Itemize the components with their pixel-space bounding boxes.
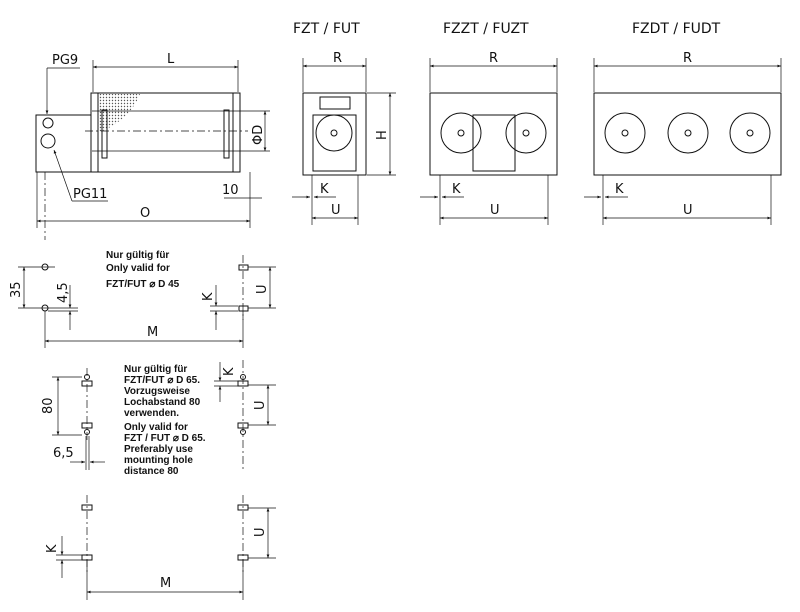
d65-note-de-5: verwenden. [124,408,179,419]
dim-u-65: U [253,400,268,410]
diameter-label: ΦD [251,125,266,145]
dim-35: 35 [9,281,24,298]
dim-m: M [147,325,158,340]
dim-6-5: 6,5 [53,446,74,461]
d65-note-de-4: Lochabstand 80 [124,397,201,408]
dim-k: K [201,292,216,301]
dim-k-general: K [45,544,60,553]
dim-k-65: K [222,367,237,376]
d45-note-1: Nur gültig für [106,250,169,261]
mounting-pattern-d65: Nur gültig für FZT/FUT ⌀ D 65. Vorzugswe… [41,360,276,477]
dim-80: 80 [41,397,56,414]
d65-note-de-3: Vorzugsweise [124,386,190,397]
side-view: PG9 PG11 L ΦD 10 O [35,52,270,240]
d65-note-de-2: FZT/FUT ⌀ D 65. [124,375,200,386]
length-label: L [167,52,175,67]
mounting-pattern-general: K U M [45,495,276,600]
dim-m-general: M [160,576,171,591]
d65-note-en-5: distance 80 [124,466,179,477]
overall-label: O [140,206,150,221]
title-fzt: FZT / FUT [293,21,360,37]
title-fzdt: FZDT / FUDT [632,21,721,37]
fzt-k-label: K [320,182,329,197]
fzdt-r-label: R [683,51,692,66]
title-fzzt: FZZT / FUZT [443,21,529,37]
d65-note-en-2: FZT / FUT ⌀ D 65. [124,433,206,444]
d65-note-en-3: Preferably use [124,444,193,455]
d45-note-2: Only valid for [106,263,170,274]
fzt-u-label: U [331,203,341,218]
front-view-fzt: R H K U [292,51,396,225]
mounting-pattern-d45: Nur gültig für Only valid for FZT/FUT ⌀ … [9,250,276,348]
d65-note-en-4: mounting hole [124,455,193,466]
fzt-r-label: R [333,51,342,66]
dim-u-general: U [253,527,268,537]
foot-label: 10 [222,183,239,198]
dim-u: U [255,284,270,294]
front-view-fzdt: R K U [584,51,782,225]
pg11-label: PG11 [73,187,107,202]
fzzt-k-label: K [452,182,461,197]
fzzt-u-label: U [490,203,500,218]
fzdt-u-label: U [683,203,693,218]
fzdt-k-label: K [615,182,624,197]
dim-4-5: 4,5 [56,282,71,303]
front-view-fzzt: R K U [420,51,558,225]
pg9-label: PG9 [52,53,78,68]
d65-note-en-1: Only valid for [124,422,188,433]
fzzt-r-label: R [489,51,498,66]
d45-note-3: FZT/FUT ⌀ D 45 [106,279,180,290]
d65-note-de-1: Nur gültig für [124,364,187,375]
fzt-h-label: H [375,130,390,140]
